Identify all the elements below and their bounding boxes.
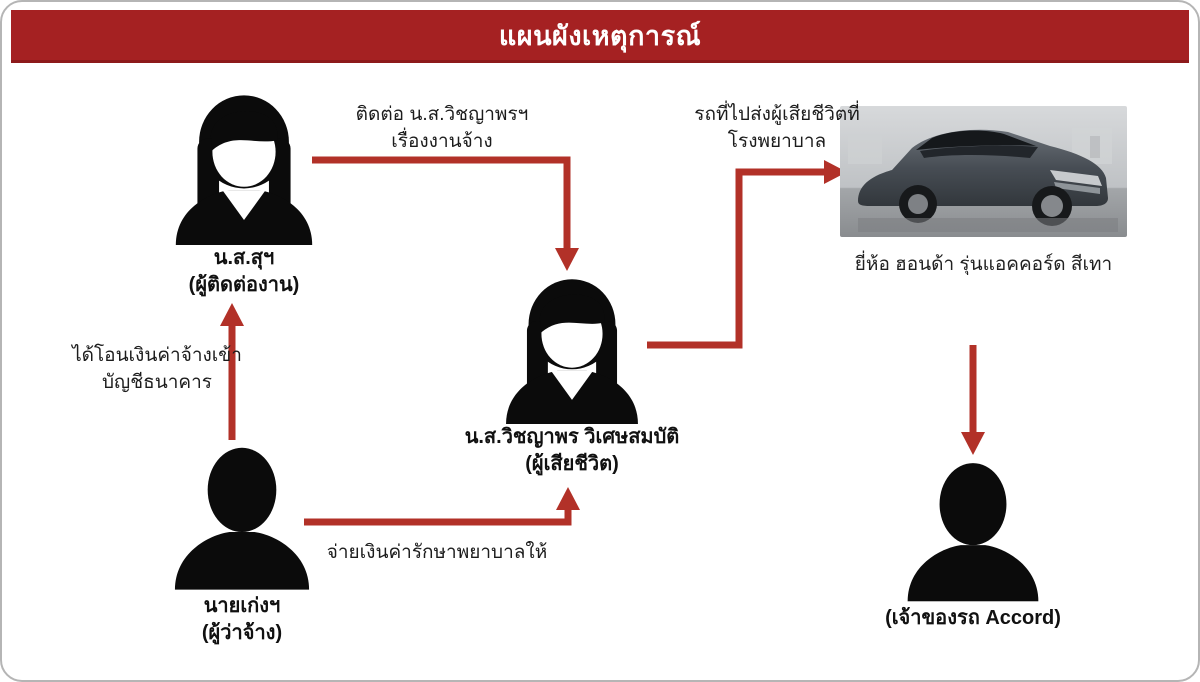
- node-contact-woman: น.ส.สุฯ (ผู้ติดต่องาน): [144, 92, 344, 299]
- node-car: ยี่ห้อ ฮอนด้า รุ่นแอคคอร์ด สีเทา: [840, 106, 1127, 279]
- person-name: น.ส.สุฯ: [213, 247, 275, 269]
- person-name: นายเก่งฯ: [203, 595, 281, 617]
- page-title: แผนผังเหตุการณ์: [498, 20, 702, 51]
- arrow-contact-to-victim: [312, 156, 571, 248]
- car-caption: ยี่ห้อ ฮอนด้า รุ่นแอคคอร์ด สีเทา: [854, 254, 1113, 275]
- node-employer-man: นายเก่งฯ (ผู้ว่าจ้าง): [142, 443, 342, 647]
- person-role: (ผู้ติดต่องาน): [188, 274, 300, 296]
- edge-label-line: จ่ายเงินค่ารักษาพยาบาลให้: [326, 542, 548, 563]
- person-role: (เจ้าของรถ Accord): [885, 607, 1061, 629]
- arrowhead-down-victim: [555, 248, 579, 271]
- male-silhouette-icon: [164, 443, 320, 593]
- male-silhouette-icon: [897, 458, 1049, 605]
- edge-label-line: โรงพยาบาล: [727, 131, 827, 152]
- edge-label-line: บัญชีธนาคาร: [102, 372, 212, 393]
- edge-label-line: ติดต่อ น.ส.วิชญาพรฯ: [355, 104, 529, 125]
- edge-label-employer-to-contact: ได้โอนเงินค่าจ้างเข้า บัญชีธนาคาร: [62, 342, 252, 396]
- node-car-owner-man: (เจ้าของรถ Accord): [853, 458, 1093, 632]
- arrow-employer-to-victim: [304, 508, 572, 526]
- edge-label-victim-to-car: รถที่ไปส่งผู้เสียชีวิตที่ โรงพยาบาล: [662, 101, 892, 155]
- edge-label-contact-to-victim: ติดต่อ น.ส.วิชญาพรฯ เรื่องงานจ้าง: [322, 101, 562, 155]
- edge-label-line: เรื่องงานจ้าง: [391, 131, 493, 152]
- edge-label-line: ได้โอนเงินค่าจ้างเข้า: [72, 345, 242, 366]
- car-photo: [840, 106, 1127, 237]
- arrowhead-up-contact: [220, 303, 244, 326]
- person-role: (ผู้เสียชีวิต): [525, 453, 619, 475]
- female-silhouette-icon: [491, 276, 653, 424]
- title-bar: แผนผังเหตุการณ์: [11, 10, 1189, 63]
- person-name: น.ส.วิชญาพร วิเศษสมบัติ: [464, 426, 680, 448]
- edge-label-employer-to-victim: จ่ายเงินค่ารักษาพยาบาลให้: [307, 539, 567, 566]
- arrowhead-up-victim: [556, 487, 580, 510]
- edge-label-line: รถที่ไปส่งผู้เสียชีวิตที่: [694, 104, 860, 125]
- node-victim-woman: น.ส.วิชญาพร วิเศษสมบัติ (ผู้เสียชีวิต): [432, 276, 712, 478]
- person-role: (ผู้ว่าจ้าง): [201, 622, 283, 644]
- arrowhead-down-owner: [961, 432, 985, 455]
- female-silhouette-icon: [160, 92, 328, 245]
